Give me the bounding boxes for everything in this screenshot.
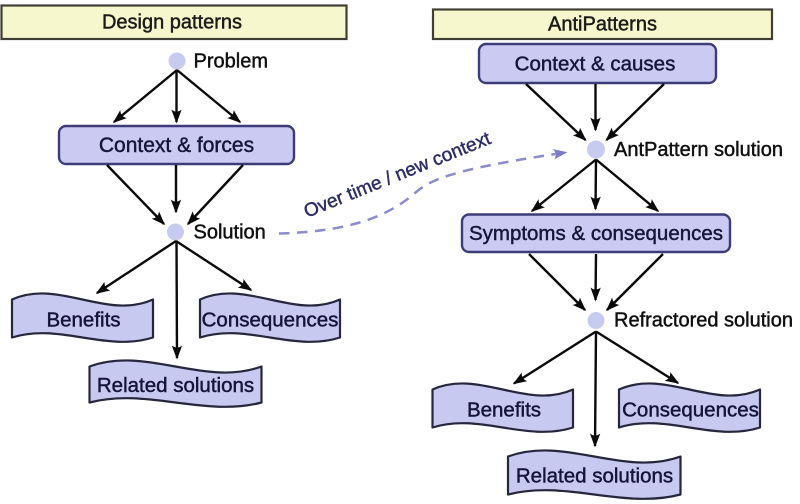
svg-text:Benefits: Benefits (467, 399, 541, 422)
svg-text:Context & forces: Context & forces (99, 134, 254, 157)
svg-text:AntPattern solution: AntPattern solution (614, 139, 783, 161)
svg-text:Benefits: Benefits (46, 309, 120, 332)
svg-text:Related solutions: Related solutions (516, 465, 673, 488)
svg-text:Context & causes: Context & causes (515, 53, 676, 76)
svg-text:AntiPatterns: AntiPatterns (548, 14, 657, 36)
svg-text:Refractored solution: Refractored solution (614, 310, 793, 332)
svg-text:Solution: Solution (194, 222, 266, 244)
svg-text:Consequences: Consequences (622, 399, 759, 422)
svg-text:Consequences: Consequences (202, 309, 339, 332)
svg-text:Design patterns: Design patterns (102, 12, 242, 34)
svg-text:Problem: Problem (194, 51, 268, 73)
svg-text:Symptoms & consequences: Symptoms & consequences (469, 222, 723, 245)
svg-text:Related solutions: Related solutions (97, 374, 254, 397)
